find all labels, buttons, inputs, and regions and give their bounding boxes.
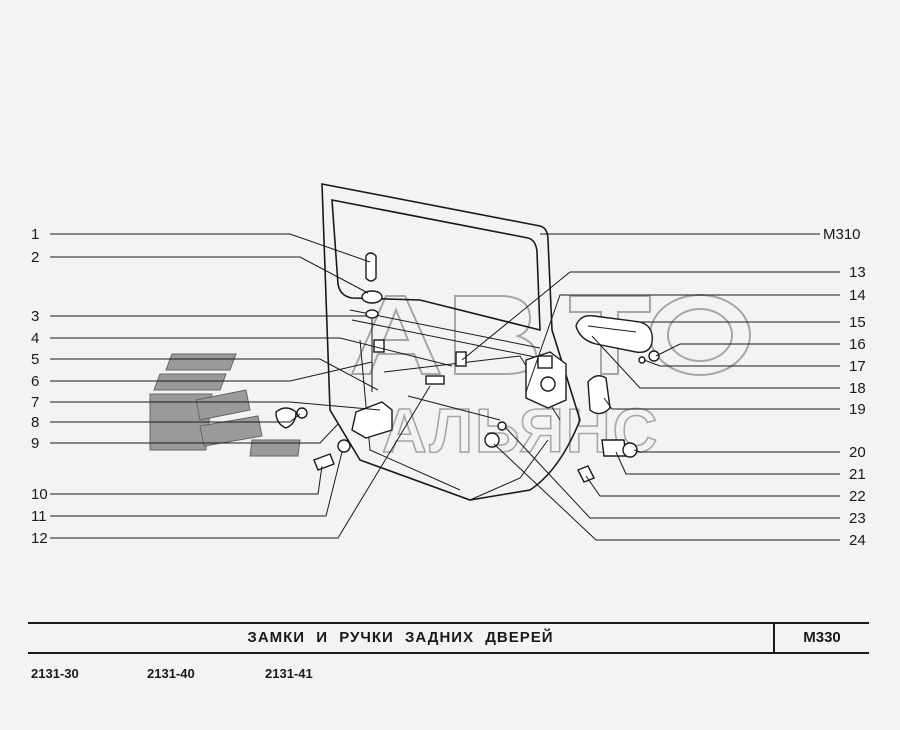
model-code: 2131-30 [31, 666, 79, 681]
callout-10: 10 [31, 486, 48, 503]
model-code: 2131-41 [265, 666, 313, 681]
callout-11: 11 [31, 508, 47, 525]
footer-title-bar: ЗАМКИ И РУЧКИ ЗАДНИХ ДВЕРЕЙ М330 [28, 622, 869, 654]
callout-18: 18 [849, 380, 866, 397]
callout-22: 22 [849, 488, 866, 505]
callout-5: 5 [31, 351, 39, 368]
callout-9: 9 [31, 435, 39, 452]
callout-8: 8 [31, 414, 39, 431]
ref-code-label: М310 [823, 226, 861, 243]
model-code: 2131-40 [147, 666, 195, 681]
callout-14: 14 [849, 287, 866, 304]
callout-7: 7 [31, 394, 39, 411]
callout-19: 19 [849, 401, 866, 418]
callout-24: 24 [849, 532, 866, 549]
callout-numbers: 1 2 3 4 5 6 7 8 9 10 11 12 М310 13 14 15… [31, 226, 866, 549]
watermark-logo [149, 353, 301, 457]
callout-6: 6 [31, 373, 39, 390]
section-code: М330 [803, 629, 841, 646]
callout-15: 15 [849, 314, 866, 331]
callout-4: 4 [31, 330, 39, 347]
page-title: ЗАМКИ И РУЧКИ ЗАДНИХ ДВЕРЕЙ [247, 629, 554, 646]
lock-parts [275, 252, 660, 483]
exploded-parts-diagram: АЛЬЯНС [31, 183, 866, 549]
callout-21: 21 [849, 466, 866, 483]
callout-17: 17 [849, 358, 866, 375]
callout-13: 13 [849, 264, 866, 281]
rear-door-outline [321, 183, 581, 501]
title-divider [773, 624, 775, 652]
callout-20: 20 [849, 444, 866, 461]
callout-3: 3 [31, 308, 39, 325]
leader-lines [50, 233, 840, 541]
callout-2: 2 [31, 249, 39, 266]
callout-1: 1 [31, 226, 39, 243]
callout-12: 12 [31, 530, 48, 547]
callout-23: 23 [849, 510, 866, 527]
callout-16: 16 [849, 336, 866, 353]
